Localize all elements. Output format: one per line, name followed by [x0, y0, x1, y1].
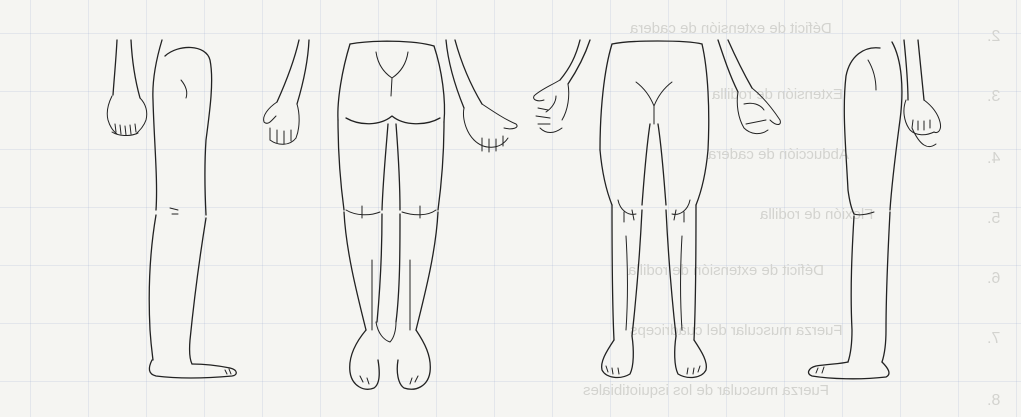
posterior-view	[264, 40, 517, 389]
anterior-view	[534, 40, 781, 377]
left-lateral-view	[107, 40, 236, 378]
right-lateral-view	[809, 40, 941, 379]
